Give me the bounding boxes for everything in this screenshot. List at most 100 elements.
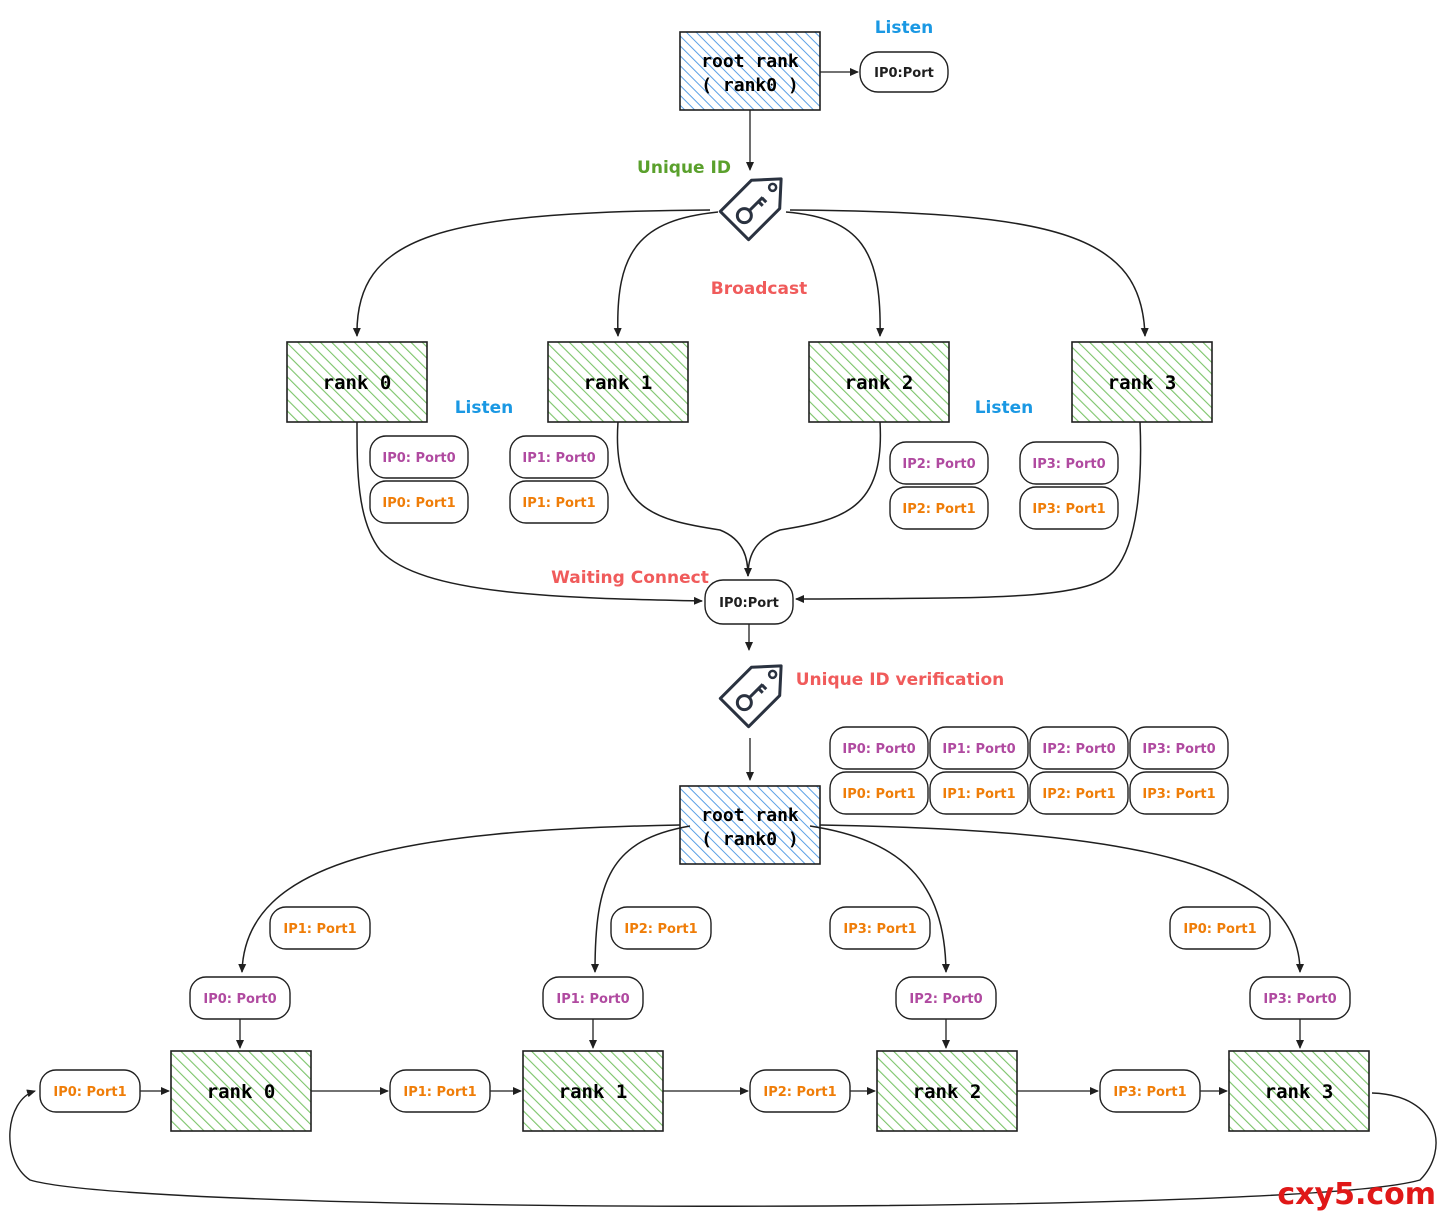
connect-edges bbox=[356, 421, 1142, 605]
svg-text:IP3: Port1: IP3: Port1 bbox=[1113, 1085, 1186, 1100]
root-rank-label: root rank bbox=[701, 51, 799, 72]
svg-text:IP0: Port0: IP0: Port0 bbox=[203, 992, 276, 1007]
connect-address: IP0:Port bbox=[704, 579, 794, 625]
watermark: cxy5.com bbox=[1277, 1177, 1436, 1212]
svg-text:rank 1: rank 1 bbox=[584, 372, 653, 394]
stage2-next-addr-0: IP1: Port1 bbox=[269, 906, 371, 950]
gathered-port1-3: IP3: Port1 bbox=[1129, 771, 1229, 815]
svg-text:IP3: Port0: IP3: Port0 bbox=[1032, 457, 1105, 472]
root-rank-sublabel: ( rank0 ) bbox=[701, 829, 799, 850]
svg-text:IP1: Port0: IP1: Port0 bbox=[522, 451, 595, 466]
svg-text:IP0: Port1: IP0: Port1 bbox=[842, 787, 915, 802]
gathered-port0-0: IP0: Port0 bbox=[829, 726, 929, 770]
stage2-rank-2: rank 2 bbox=[876, 1050, 1018, 1132]
svg-text:IP0: Port0: IP0: Port0 bbox=[382, 451, 455, 466]
stage2-ring-addr-0: IP0: Port1 bbox=[39, 1069, 141, 1113]
unique-id-label: Unique ID bbox=[637, 158, 731, 178]
stage2-rank-3: rank 3 bbox=[1228, 1050, 1370, 1132]
gathered-port1-1: IP1: Port1 bbox=[929, 771, 1029, 815]
svg-text:IP3: Port1: IP3: Port1 bbox=[1142, 787, 1215, 802]
svg-text:rank 0: rank 0 bbox=[207, 1081, 276, 1103]
stage2-ring-addr-2: IP2: Port1 bbox=[749, 1069, 851, 1113]
svg-text:rank 2: rank 2 bbox=[845, 372, 914, 394]
svg-text:rank 3: rank 3 bbox=[1265, 1081, 1334, 1103]
svg-text:IP1: Port0: IP1: Port0 bbox=[556, 992, 629, 1007]
svg-text:IP0: Port1: IP0: Port1 bbox=[382, 496, 455, 511]
stage2-own-addr-1: IP1: Port0 bbox=[542, 976, 644, 1020]
svg-text:IP2: Port0: IP2: Port0 bbox=[909, 992, 982, 1007]
broadcast-label: Broadcast bbox=[711, 279, 807, 299]
svg-text:IP3: Port0: IP3: Port0 bbox=[1263, 992, 1336, 1007]
gathered-port0-3: IP3: Port0 bbox=[1129, 726, 1229, 770]
svg-text:IP2: Port1: IP2: Port1 bbox=[763, 1085, 836, 1100]
svg-text:IP2: Port0: IP2: Port0 bbox=[1042, 742, 1115, 757]
stage1-rank-2: rank 2 bbox=[808, 341, 950, 423]
svg-text:IP0: Port1: IP0: Port1 bbox=[53, 1085, 126, 1100]
svg-text:IP0: Port1: IP0: Port1 bbox=[1183, 922, 1256, 937]
stage1-port0-rank-0: IP0: Port0 bbox=[369, 435, 469, 479]
gathered-port1-0: IP0: Port1 bbox=[829, 771, 929, 815]
broadcast-edges bbox=[352, 209, 1149, 337]
gathered-port1-2: IP2: Port1 bbox=[1029, 771, 1129, 815]
root-rank-sublabel: ( rank0 ) bbox=[701, 75, 799, 96]
stage2-ring-addr-3: IP3: Port1 bbox=[1099, 1069, 1201, 1113]
stage1-ranks: rank 0 rank 1 rank 2 rank 3 bbox=[286, 341, 1213, 423]
root-listen-address: IP0:Port bbox=[859, 51, 949, 93]
svg-text:IP0:Port: IP0:Port bbox=[874, 66, 934, 81]
root-rank-top: root rank ( rank0 ) bbox=[679, 31, 821, 111]
stage2-own-addr-0: IP0: Port0 bbox=[189, 976, 291, 1020]
svg-text:IP1: Port1: IP1: Port1 bbox=[283, 922, 356, 937]
svg-text:IP2: Port1: IP2: Port1 bbox=[902, 502, 975, 517]
svg-text:IP3: Port1: IP3: Port1 bbox=[1032, 502, 1105, 517]
ring-loop-edge bbox=[9, 1089, 1437, 1207]
stage1-rank-3: rank 3 bbox=[1071, 341, 1213, 423]
stage2-own-addr-3: IP3: Port0 bbox=[1249, 976, 1351, 1020]
listen-label-left: Listen bbox=[455, 398, 514, 418]
svg-text:rank 3: rank 3 bbox=[1108, 372, 1177, 394]
svg-text:rank 1: rank 1 bbox=[559, 1081, 628, 1103]
stage2-next-addr-3: IP0: Port1 bbox=[1169, 906, 1271, 950]
stage1-port0-rank-3: IP3: Port0 bbox=[1019, 441, 1119, 485]
stage1-rank-0: rank 0 bbox=[286, 341, 428, 423]
stage2-rank-0: rank 0 bbox=[170, 1050, 312, 1132]
stage2-own-addr-2: IP2: Port0 bbox=[895, 976, 997, 1020]
stage2-rank-1: rank 1 bbox=[522, 1050, 664, 1132]
unique-id-verification-label: Unique ID verification bbox=[796, 670, 1005, 690]
stage1-port1-rank-0: IP0: Port1 bbox=[369, 480, 469, 524]
svg-text:IP2: Port0: IP2: Port0 bbox=[902, 457, 975, 472]
stage1-port1-rank-3: IP3: Port1 bbox=[1019, 486, 1119, 530]
key-tag-icon bbox=[718, 664, 783, 729]
svg-text:IP1: Port1: IP1: Port1 bbox=[942, 787, 1015, 802]
svg-text:IP3: Port1: IP3: Port1 bbox=[843, 922, 916, 937]
svg-text:IP3: Port0: IP3: Port0 bbox=[1142, 742, 1215, 757]
gathered-port0-2: IP2: Port0 bbox=[1029, 726, 1129, 770]
distribution-edges bbox=[238, 824, 1304, 973]
stage1-port0-rank-1: IP1: Port0 bbox=[509, 435, 609, 479]
root-rank-bottom: root rank ( rank0 ) bbox=[679, 785, 821, 865]
stage1-port1-rank-2: IP2: Port1 bbox=[889, 486, 989, 530]
listen-label-root: Listen bbox=[875, 18, 934, 38]
waiting-connect-label: Waiting Connect bbox=[551, 568, 709, 588]
gathered-port0-1: IP1: Port0 bbox=[929, 726, 1029, 770]
stage2-next-addr-1: IP2: Port1 bbox=[610, 906, 712, 950]
svg-text:IP0: Port0: IP0: Port0 bbox=[842, 742, 915, 757]
svg-text:rank 2: rank 2 bbox=[913, 1081, 982, 1103]
svg-text:IP1: Port1: IP1: Port1 bbox=[522, 496, 595, 511]
svg-text:rank 0: rank 0 bbox=[323, 372, 392, 394]
stage2-next-addr-2: IP3: Port1 bbox=[829, 906, 931, 950]
svg-text:IP2: Port1: IP2: Port1 bbox=[1042, 787, 1115, 802]
svg-text:IP1: Port0: IP1: Port0 bbox=[942, 742, 1015, 757]
svg-text:IP0:Port: IP0:Port bbox=[719, 596, 779, 611]
listen-label-right: Listen bbox=[975, 398, 1034, 418]
stage2-ring-addr-1: IP1: Port1 bbox=[389, 1069, 491, 1113]
stage1-port1-rank-1: IP1: Port1 bbox=[509, 480, 609, 524]
root-rank-label: root rank bbox=[701, 805, 799, 826]
svg-text:IP1: Port1: IP1: Port1 bbox=[403, 1085, 476, 1100]
stage1-port0-rank-2: IP2: Port0 bbox=[889, 441, 989, 485]
svg-text:IP2: Port1: IP2: Port1 bbox=[624, 922, 697, 937]
stage1-rank-1: rank 1 bbox=[547, 341, 689, 423]
